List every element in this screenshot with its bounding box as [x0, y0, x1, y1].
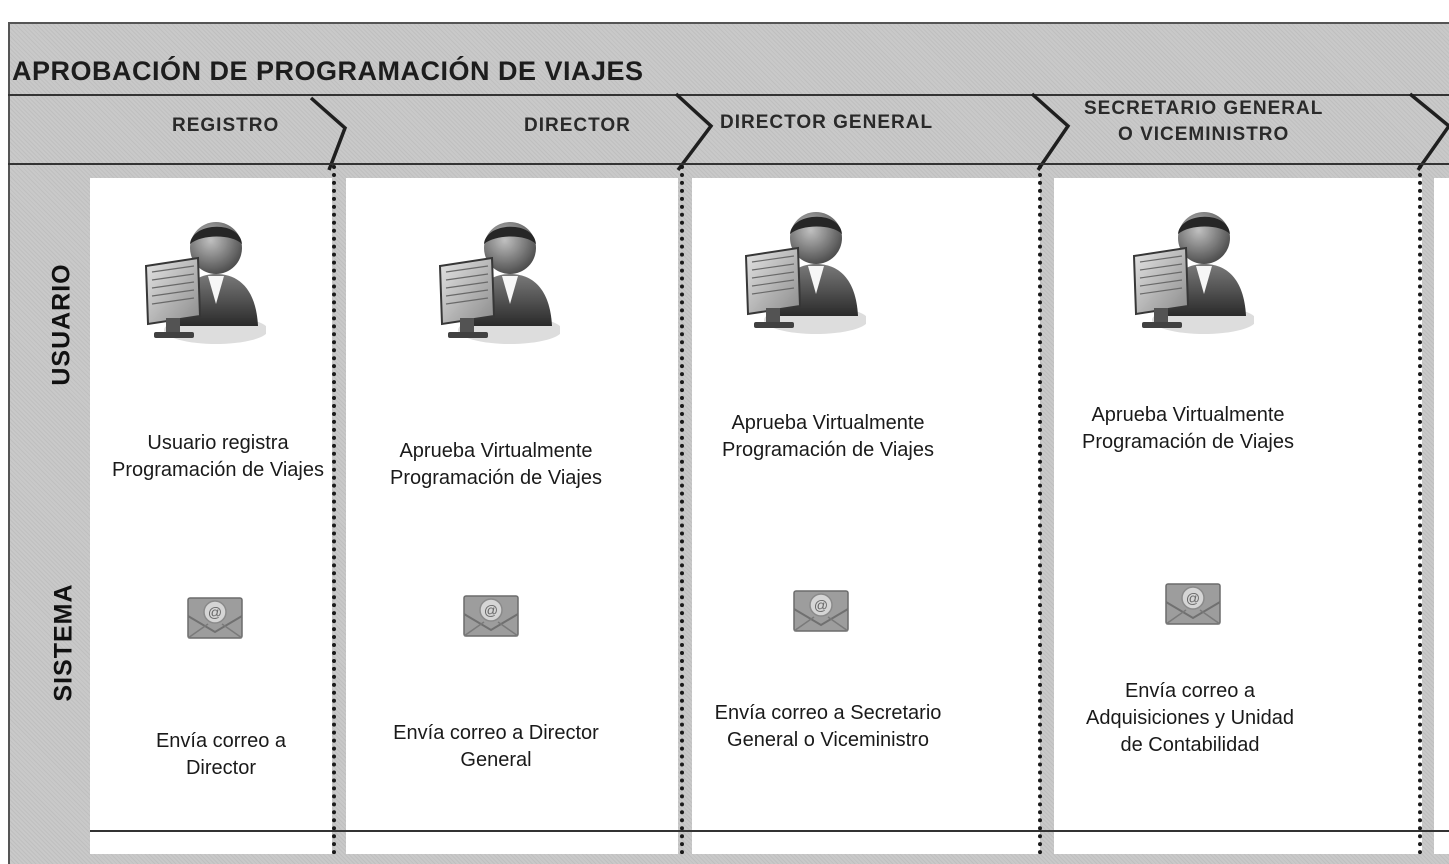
email-envelope-icon	[182, 590, 248, 648]
stage-registro: REGISTRO	[172, 115, 280, 136]
person-at-computer-icon	[736, 198, 866, 338]
column-secretario-general: Aprueba Virtualmente Programación de Via…	[1054, 178, 1422, 854]
email-envelope-icon	[1160, 576, 1226, 634]
person-at-computer-icon	[430, 208, 560, 348]
chevron-registro	[309, 96, 348, 171]
lane-column-5	[1434, 178, 1449, 854]
stage-secretario-line1: SECRETARIO GENERAL	[1084, 98, 1324, 119]
user-action-text: Aprueba Virtualmente Programación de Via…	[722, 412, 934, 461]
title-divider	[8, 94, 1449, 96]
stage-secretario-line2: O VICEMINISTRO	[1118, 124, 1290, 145]
diagram-title: APROBACIÓN DE PROGRAMACIÓN DE VIAJES	[12, 56, 644, 86]
chevron-director-general	[1030, 92, 1071, 171]
column-director-general: Aprueba Virtualmente Programación de Via…	[692, 178, 1040, 854]
divider-1	[332, 165, 336, 855]
person-at-computer-icon	[136, 208, 266, 348]
user-action-text: Aprueba Virtualmente Programación de Via…	[390, 440, 602, 489]
lane-bottom-rule	[90, 830, 1449, 832]
stage-secretario-general: SECRETARIO GENERAL O VICEMINISTRO	[1084, 96, 1323, 148]
lane-label-usuario: USUARIO	[47, 263, 76, 386]
divider-3	[1038, 165, 1042, 855]
divider-2	[680, 165, 684, 855]
system-action-text: Envía correo a Director	[155, 730, 287, 779]
email-envelope-icon	[458, 588, 524, 646]
column-registro: Usuario registra Programación de Viajes …	[90, 178, 332, 854]
stage-director: DIRECTOR	[524, 115, 631, 136]
system-action-text: Envía correo a Secretario General o Vice…	[714, 702, 942, 751]
user-action-text: Aprueba Virtualmente Programación de Via…	[1082, 404, 1294, 453]
user-action-text: Usuario registra Programación de Viajes	[112, 432, 324, 481]
person-at-computer-icon	[1124, 198, 1254, 338]
column-director: Aprueba Virtualmente Programación de Via…	[346, 178, 678, 854]
system-action-text: Envía correo a Adquisiciones y Unidad de…	[1086, 680, 1294, 756]
stage-director-general: DIRECTOR GENERAL	[720, 112, 934, 133]
system-action-text: Envía correo a Director General	[393, 722, 599, 771]
chevron-director	[674, 92, 714, 172]
header-divider	[8, 163, 1449, 165]
email-envelope-icon	[788, 583, 854, 641]
chevron-secretario	[1408, 92, 1449, 172]
lane-label-sistema: SISTEMA	[49, 583, 78, 702]
divider-4	[1418, 165, 1422, 855]
